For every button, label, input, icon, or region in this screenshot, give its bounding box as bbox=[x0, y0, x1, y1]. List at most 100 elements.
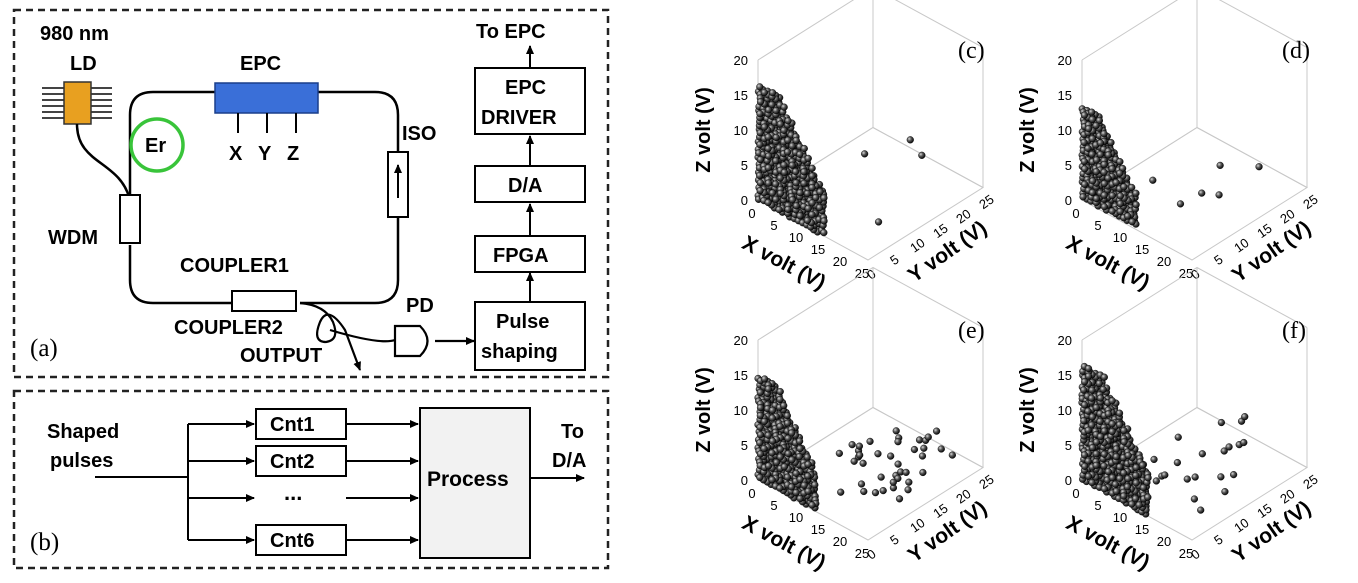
data-point bbox=[800, 481, 808, 489]
data-point bbox=[756, 186, 764, 195]
data-point bbox=[804, 487, 812, 495]
y-tick-label: 15 bbox=[930, 221, 950, 242]
data-point bbox=[1132, 201, 1140, 209]
data-point bbox=[776, 174, 784, 182]
data-point bbox=[776, 422, 784, 430]
data-point bbox=[764, 385, 772, 393]
x-tick-label: 5 bbox=[1094, 498, 1101, 513]
data-point bbox=[792, 202, 800, 210]
data-point bbox=[1161, 471, 1169, 479]
x-tick-label: 5 bbox=[770, 218, 777, 233]
data-point bbox=[861, 150, 869, 158]
z-tick-label: 20 bbox=[1058, 333, 1072, 348]
data-point bbox=[1120, 438, 1128, 446]
data-point bbox=[1116, 200, 1124, 208]
z-tick-label: 20 bbox=[734, 53, 748, 68]
data-point bbox=[1080, 111, 1089, 119]
data-point bbox=[764, 462, 773, 470]
z-tick-label: 15 bbox=[1058, 88, 1072, 103]
pulse-label-2: shaping bbox=[481, 341, 558, 363]
data-point bbox=[1191, 473, 1199, 481]
epc-y-label: Y bbox=[258, 143, 272, 165]
data-point bbox=[783, 412, 791, 420]
data-point bbox=[760, 88, 768, 97]
y-tick-label: 5 bbox=[1211, 252, 1226, 268]
data-point bbox=[808, 210, 816, 219]
x-tick-label: 15 bbox=[811, 242, 825, 257]
data-point bbox=[772, 133, 780, 142]
z-tick-label: 5 bbox=[1065, 438, 1072, 453]
data-point bbox=[792, 179, 800, 187]
data-point bbox=[1132, 471, 1140, 480]
data-point bbox=[800, 179, 808, 187]
data-point bbox=[1123, 483, 1132, 491]
data-point bbox=[1149, 176, 1157, 184]
y-tick-label: 10 bbox=[907, 515, 927, 536]
ld-fiber bbox=[75, 123, 132, 201]
data-point bbox=[1120, 492, 1128, 500]
data-point bbox=[1087, 394, 1096, 402]
cnt1-block bbox=[255, 408, 347, 440]
data-point bbox=[1104, 468, 1112, 476]
data-point bbox=[1144, 474, 1152, 482]
data-point bbox=[1088, 444, 1097, 452]
data-point bbox=[860, 487, 868, 496]
data-point bbox=[1190, 495, 1198, 503]
data-point bbox=[895, 495, 904, 503]
data-point bbox=[1116, 463, 1124, 471]
plot-tag: (f) bbox=[1282, 318, 1306, 344]
data-point bbox=[756, 129, 764, 137]
data-point bbox=[803, 453, 811, 461]
data-point bbox=[1128, 218, 1136, 226]
z-tick-label: 0 bbox=[1065, 193, 1072, 208]
y-tick-label: 15 bbox=[1254, 501, 1274, 522]
da-label: D/A bbox=[508, 175, 542, 197]
er-fiber bbox=[129, 117, 185, 173]
data-point bbox=[780, 402, 788, 410]
data-point bbox=[804, 154, 812, 162]
data-point bbox=[1081, 165, 1089, 173]
data-point bbox=[1100, 427, 1109, 435]
data-point bbox=[1080, 386, 1088, 394]
dots-label: ... bbox=[284, 480, 302, 505]
z-tick-label: 10 bbox=[1058, 403, 1072, 418]
z-axis-label: Z volt (V) bbox=[693, 367, 715, 453]
data-point bbox=[804, 204, 812, 213]
data-point bbox=[1099, 385, 1107, 394]
data-point bbox=[915, 436, 924, 444]
epc-z-label: Z bbox=[287, 143, 299, 165]
x-axis-label: X volt (V) bbox=[1062, 512, 1153, 575]
data-point bbox=[1084, 407, 1092, 415]
data-point bbox=[783, 419, 792, 427]
to-epc-label: To EPC bbox=[476, 21, 546, 43]
data-point bbox=[769, 89, 777, 97]
data-point bbox=[788, 456, 796, 464]
data-point bbox=[1080, 138, 1088, 146]
data-point bbox=[1132, 479, 1140, 487]
data-point bbox=[887, 452, 895, 460]
data-point bbox=[784, 148, 792, 156]
panel-b: (b) Shaped pulses Cnt1 Cnt2 ... Cnt6 Pro… bbox=[12, 389, 610, 570]
data-point bbox=[1241, 413, 1249, 421]
x-tick-label: 5 bbox=[770, 498, 777, 513]
pulse-label-1: Pulse bbox=[496, 311, 549, 333]
y-tick-label: 5 bbox=[1211, 532, 1226, 548]
fpga-label: FPGA bbox=[493, 245, 549, 267]
data-point bbox=[1092, 156, 1101, 164]
data-point bbox=[1100, 373, 1108, 381]
data-point bbox=[1116, 192, 1124, 200]
data-point bbox=[772, 107, 780, 115]
data-point bbox=[803, 189, 812, 198]
data-point bbox=[788, 429, 796, 437]
x-tick-label: 5 bbox=[1094, 218, 1101, 233]
data-point bbox=[808, 183, 816, 192]
data-point bbox=[772, 180, 780, 188]
process-label: Process bbox=[427, 468, 509, 491]
data-point bbox=[924, 433, 932, 441]
x-tick-label: 25 bbox=[1179, 546, 1193, 561]
x-tick-label: 0 bbox=[1072, 486, 1079, 501]
data-point bbox=[1100, 191, 1108, 199]
data-point bbox=[1088, 479, 1096, 487]
